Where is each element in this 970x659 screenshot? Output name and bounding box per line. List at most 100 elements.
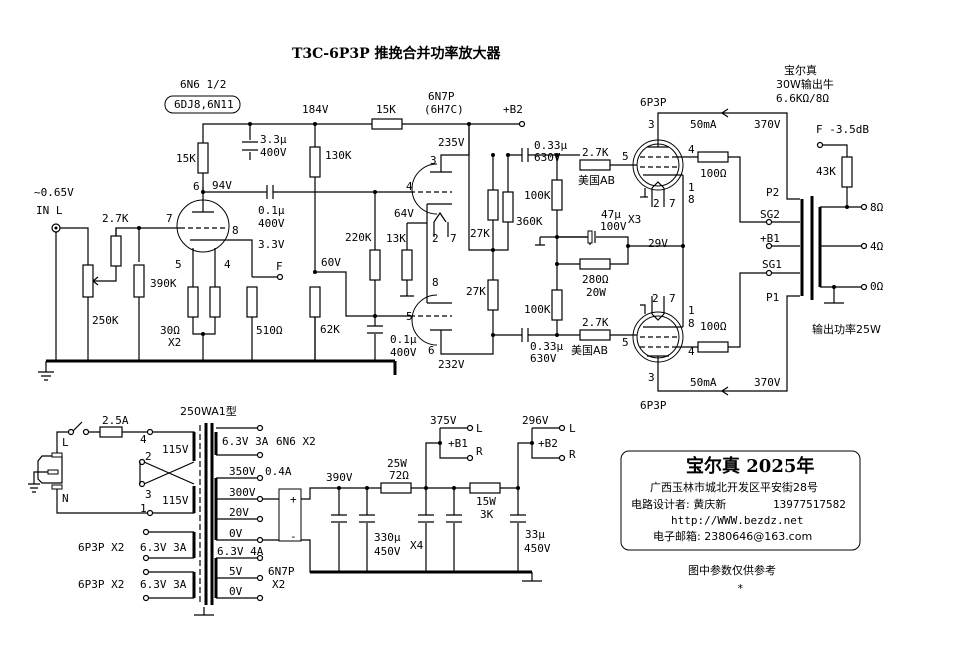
ground-icon (38, 361, 54, 381)
speaker-0ohm-terminal[interactable] (860, 283, 868, 291)
label-30r: 30Ω (160, 324, 180, 337)
pin-label: 7 (450, 232, 457, 245)
speaker-4ohm-terminal[interactable] (860, 242, 868, 250)
label-50ma-top: 50mA (690, 118, 717, 131)
label-3k: 3K (480, 508, 494, 521)
info-brand: 宝尔真 2025年 (686, 455, 814, 477)
resistor-360k (502, 191, 514, 223)
label-72r: 72Ω (389, 469, 409, 482)
resistor-220k (369, 249, 381, 281)
tap-p1: P1 (766, 291, 779, 304)
pri-voltage: 115V (162, 443, 189, 456)
label-27k-a: 27K (470, 227, 490, 240)
b1-out-l[interactable] (466, 424, 474, 432)
info-star: * (737, 582, 744, 595)
label-250k: 250K (92, 314, 119, 327)
label-450v-b2: 450V (524, 542, 551, 555)
fuse-label: 2.5A (102, 414, 129, 427)
pin-label: 4 (688, 143, 695, 156)
label-60v: 60V (321, 256, 341, 269)
mains-socket[interactable] (37, 455, 63, 484)
label-27k-b: 27K (466, 285, 486, 298)
info-url[interactable]: http://WWW.bezdz.net (671, 514, 803, 527)
v1-plate-voltage: 94V (212, 179, 232, 192)
label-220k: 220K (345, 231, 372, 244)
label-ch-l2: L (569, 422, 576, 435)
pin-label: 1 (688, 181, 695, 194)
b2-out-r[interactable] (558, 454, 566, 462)
label-0u1: 0.1μ (258, 204, 285, 217)
label-370v-top: 370V (754, 118, 781, 131)
pin-label: 3 (648, 118, 655, 131)
resistor-100k-bottom (551, 289, 563, 321)
pin-label: 3 (430, 154, 437, 167)
bridge-rectifier (278, 488, 302, 542)
heater-label: 6.3V 3A (140, 578, 187, 591)
label-450v: 450V (374, 545, 401, 558)
v2-tube-alt: (6H7C) (424, 103, 464, 116)
node-184v: 184V (302, 103, 329, 116)
tube-label-top: 6P3P (640, 96, 667, 109)
pin-label: 8 (688, 317, 695, 330)
pri-pin: 2 (145, 450, 152, 463)
resistor-15k-drop (371, 118, 403, 130)
feedback-out-terminal[interactable] (816, 141, 824, 149)
label-x3: X3 (628, 213, 641, 226)
label-25w: 25W (387, 457, 407, 470)
pin-label: 7 (166, 212, 173, 225)
sec-label: 350V (229, 465, 256, 478)
label-13k: 13K (386, 232, 406, 245)
b2-out-l[interactable] (558, 424, 566, 432)
feedback-terminal-f[interactable] (276, 273, 284, 281)
pin-label: 4 (688, 345, 695, 358)
power-switch[interactable] (72, 421, 83, 432)
label-ch-r: R (476, 445, 483, 458)
pin-label: 6 (428, 344, 435, 357)
resistor-100k-top (551, 179, 563, 211)
resistor-510r (246, 286, 258, 318)
label-400v-2: 400V (258, 217, 285, 230)
label-f: F (276, 260, 283, 273)
resistor-15k-plate (197, 142, 209, 174)
label-100r-top: 100Ω (700, 167, 727, 180)
v1-tube-name: 6N6 1/2 (180, 78, 226, 91)
label-630v-top: 630V (534, 151, 561, 164)
label-130k: 130K (325, 149, 352, 162)
sec-label: 6.3V 3A (222, 435, 269, 448)
label-2k7-top: 2.7K (582, 146, 609, 159)
volume-pot[interactable] (82, 264, 94, 298)
sec-label: 20V (229, 506, 249, 519)
label-510r: 510Ω (256, 324, 283, 337)
label-630v-bot: 630V (530, 352, 557, 365)
info-email[interactable]: 电子邮箱: 2380646@163.com (653, 529, 812, 543)
resistor-27k-bottom (487, 279, 499, 311)
heater-use: 6P3P X2 (78, 541, 124, 554)
resistor-62k (309, 286, 321, 318)
mains-l: L (62, 436, 69, 449)
ot-brand: 宝尔真 (784, 63, 817, 77)
label-33u: 33μ (525, 528, 545, 541)
pin-label: 5 (622, 336, 629, 349)
v2-tube-name: 6N7P (428, 90, 455, 103)
tap-b1: +B1 (760, 232, 780, 245)
label-15k-drop: 15K (376, 103, 396, 116)
resistor-280r (579, 258, 611, 270)
info-phone: 13977517582 (773, 498, 846, 511)
label-280r: 280Ω (582, 273, 609, 286)
label-235v: 235V (438, 136, 465, 149)
b1-out-r[interactable] (466, 454, 474, 462)
speaker-8ohm-terminal[interactable] (860, 203, 868, 211)
v1-tube-alt: 6DJ8,6N11 (174, 98, 234, 111)
resistor-30r-a (187, 286, 199, 318)
sec-use: 6N6 X2 (276, 435, 316, 448)
label-ch-r2: R (569, 448, 576, 461)
label-2k7: 2.7K (102, 212, 129, 225)
pri-voltage: 115V (162, 494, 189, 507)
pri-pin: 1 (140, 502, 147, 515)
pin-label: 2 (652, 292, 659, 305)
label-b1: +B1 (448, 437, 468, 450)
resistor-100r-bottom (697, 341, 729, 353)
info-address: 广西玉林市城北开发区平安街28号 (650, 480, 818, 494)
sec-extra: 0.4A (265, 465, 292, 478)
